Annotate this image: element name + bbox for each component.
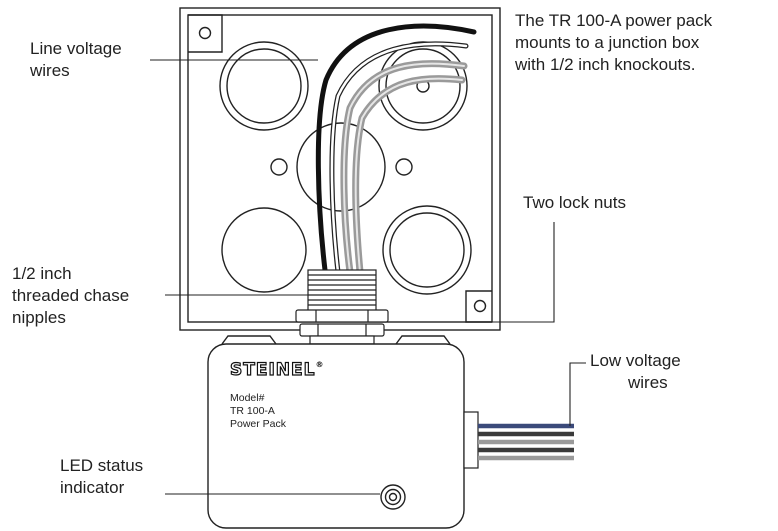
label-chase-nipples: 1/2 inch threaded chase nipples [12, 263, 129, 329]
intro-text-line: with 1/2 inch knockouts. [515, 55, 696, 74]
label-line: Low voltage [590, 351, 681, 370]
knockout-center [270, 122, 413, 212]
label-low-voltage-wires: Low voltage wires [590, 350, 681, 394]
knockout-bottom-left [221, 207, 307, 293]
leader-lock-nuts [380, 222, 555, 323]
label-line: wires [30, 61, 70, 80]
label-line: nipples [12, 308, 66, 327]
power-pack-label: Model# TR 100-A Power Pack [230, 392, 286, 431]
product-name: Power Pack [230, 418, 287, 430]
lock-nuts [295, 309, 389, 345]
led-indicator [380, 484, 406, 510]
intro-text-line: mounts to a junction box [515, 33, 700, 52]
mounting-hole-top-left [198, 26, 212, 40]
intro-text: The TR 100-A power pack mounts to a junc… [515, 10, 712, 76]
brand-name: STEINEL [229, 359, 316, 380]
label-lock-nuts: Two lock nuts [523, 193, 626, 212]
leader-low-voltage [569, 362, 586, 426]
label-line: wires [628, 373, 668, 392]
low-voltage-wires [463, 411, 574, 469]
leader-lines [150, 59, 586, 495]
intro-text-line: The TR 100-A power pack [515, 11, 713, 30]
label-line: 1/2 inch [12, 264, 72, 283]
label-led-indicator: LED status indicator [60, 455, 143, 499]
label-line: LED status [60, 456, 144, 475]
knockout-top-left [219, 41, 309, 131]
label-line: Line voltage [30, 39, 122, 58]
model-number: TR 100-A [230, 405, 275, 417]
model-label: Model# [230, 392, 265, 404]
label-line: indicator [60, 478, 125, 497]
label-line: threaded chase [12, 286, 130, 305]
steinel-logo: STEINEL® [229, 359, 325, 380]
chase-nipple [307, 269, 377, 313]
knockout-bottom-right [382, 205, 472, 295]
mounting-hole-bottom-right [473, 299, 487, 313]
label-line-voltage-wires: Line voltage wires [30, 38, 122, 82]
line-voltage-wires [315, 23, 477, 276]
registered-mark: ® [315, 360, 325, 369]
